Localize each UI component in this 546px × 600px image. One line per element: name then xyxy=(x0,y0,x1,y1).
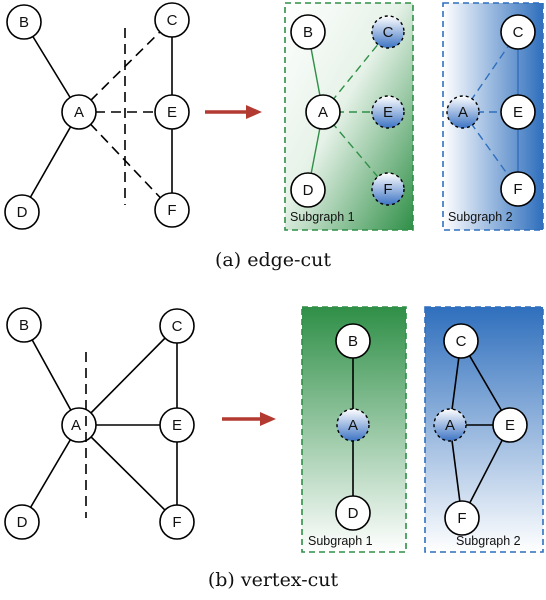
svg-text:C: C xyxy=(383,24,394,41)
svg-text:F: F xyxy=(513,181,522,198)
svg-text:D: D xyxy=(17,204,28,221)
svg-text:B: B xyxy=(19,317,29,334)
vertex-cut-subgraph-2: C A E F Subgraph 2 xyxy=(424,306,544,553)
node-e: E xyxy=(154,94,190,130)
node-c: C xyxy=(500,14,536,50)
node-c: C xyxy=(154,2,190,38)
svg-text:A: A xyxy=(318,104,328,121)
node-d: D xyxy=(335,495,371,531)
svg-text:E: E xyxy=(167,104,177,121)
svg-text:D: D xyxy=(348,505,359,522)
svg-text:E: E xyxy=(505,417,515,434)
ghost-node-a: A xyxy=(433,408,467,442)
edge-cut-original-graph: B A D C E F xyxy=(4,2,190,230)
ghost-node-f: F xyxy=(371,172,405,206)
svg-text:A: A xyxy=(348,417,358,434)
svg-text:F: F xyxy=(167,202,176,219)
ghost-node-a: A xyxy=(446,95,480,129)
node-d: D xyxy=(4,194,40,230)
node-b: B xyxy=(290,14,326,50)
edge-cut-subgraph-2: A C E F Subgraph 2 xyxy=(442,2,544,231)
arrow-right-icon xyxy=(205,105,262,119)
svg-text:F: F xyxy=(383,181,392,198)
node-c: C xyxy=(159,308,195,344)
subgraph-1-label: Subgraph 1 xyxy=(290,210,355,224)
svg-text:E: E xyxy=(172,417,182,434)
node-a: A xyxy=(305,94,341,130)
svg-text:A: A xyxy=(445,417,455,434)
svg-text:E: E xyxy=(513,104,523,121)
svg-text:A: A xyxy=(71,417,81,434)
node-f: F xyxy=(159,504,195,540)
node-b: B xyxy=(6,307,42,343)
edge-a-d xyxy=(21,111,80,213)
svg-text:D: D xyxy=(303,182,314,199)
svg-text:A: A xyxy=(458,104,468,121)
node-c: C xyxy=(443,323,479,359)
node-b: B xyxy=(335,323,371,359)
edge-cut-subgraph-1: B A D C E F Subgraph 1 xyxy=(284,2,414,231)
svg-text:D: D xyxy=(17,514,28,531)
ghost-node-c: C xyxy=(371,15,405,49)
caption-vertex-cut: (b) vertex-cut xyxy=(208,569,339,591)
node-f: F xyxy=(444,500,480,536)
svg-text:B: B xyxy=(303,24,313,41)
vertex-cut-subgraph-1: B A D Subgraph 1 xyxy=(301,306,407,553)
svg-text:C: C xyxy=(172,318,183,335)
subgraph-2-label: Subgraph 2 xyxy=(456,534,521,548)
caption-edge-cut: (a) edge-cut xyxy=(215,249,331,271)
node-a: A xyxy=(61,94,97,130)
node-f: F xyxy=(154,192,190,228)
node-a: A xyxy=(61,407,97,443)
node-b: B xyxy=(6,4,42,40)
svg-text:B: B xyxy=(348,333,358,350)
node-e: E xyxy=(500,94,536,130)
node-d: D xyxy=(290,172,326,208)
svg-text:C: C xyxy=(513,24,524,41)
node-f: F xyxy=(500,171,536,207)
svg-text:A: A xyxy=(74,104,84,121)
subgraph-2-label: Subgraph 2 xyxy=(448,210,513,224)
svg-text:E: E xyxy=(383,104,393,121)
node-d: D xyxy=(4,504,40,540)
svg-text:C: C xyxy=(167,12,178,29)
subgraph-1-label: Subgraph 1 xyxy=(308,534,373,548)
ghost-node-a: A xyxy=(336,408,370,442)
svg-text:B: B xyxy=(19,14,29,31)
svg-text:C: C xyxy=(456,333,467,350)
arrow-right-icon xyxy=(222,412,276,426)
node-e: E xyxy=(159,407,195,443)
node-e: E xyxy=(492,407,528,443)
ghost-node-e: E xyxy=(371,95,405,129)
vertex-cut-original-graph: B A D C E F xyxy=(4,307,195,540)
svg-text:F: F xyxy=(457,510,466,527)
svg-text:F: F xyxy=(172,514,181,531)
